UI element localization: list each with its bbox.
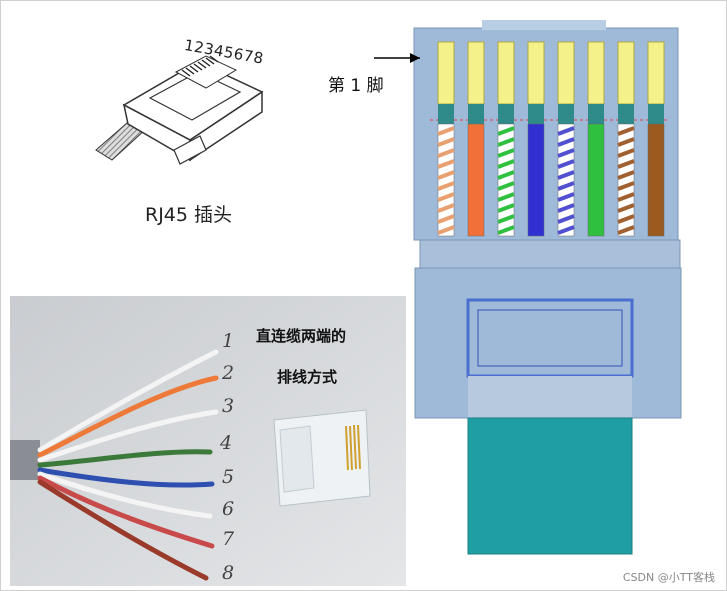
pin-1-contact — [437, 41, 455, 105]
photo-subtitle: 排线方式 — [277, 368, 338, 386]
pin-1-stripe — [437, 225, 455, 235]
pin-7-stripe — [617, 170, 635, 180]
pin-5-stripe — [557, 148, 575, 158]
pin1-label: 第 1 脚 — [328, 76, 384, 96]
connector-window-inner — [477, 309, 623, 367]
pin-5-band — [558, 104, 574, 124]
wire-number-6: 6 — [222, 498, 235, 520]
pin-7-stripe — [617, 159, 635, 169]
photo-title: 直连缆两端的 — [256, 327, 347, 345]
pin-6-contact — [587, 41, 605, 105]
pin-6-band — [588, 104, 604, 124]
wire-number-8: 8 — [222, 562, 235, 584]
pin-3-stripe — [497, 181, 515, 191]
pin-3-stripe — [497, 126, 515, 136]
pin-7-stripe — [617, 181, 635, 191]
pin-5-stripe — [557, 137, 575, 147]
pin-1-stripe — [437, 126, 455, 136]
pin-3-contact — [497, 41, 515, 105]
pin-1-band — [438, 104, 454, 124]
pin-7-stripe — [617, 137, 635, 147]
pin-5-stripe — [557, 214, 575, 224]
cable-photo — [10, 296, 406, 586]
pin-7-stripe — [617, 148, 635, 158]
pin-4-band — [528, 104, 544, 124]
wire-number-7: 7 — [222, 528, 235, 550]
pin-3-stripe — [497, 137, 515, 147]
watermark: CSDN @小TT客栈 — [622, 571, 715, 584]
rj45-plug-photo — [273, 409, 371, 507]
pin-5-stripe — [557, 181, 575, 191]
pin-7-stripe — [617, 214, 635, 224]
rj45-plug-sketch — [95, 55, 264, 165]
pin-3-stripe — [497, 192, 515, 202]
pin-7-contact — [617, 41, 635, 105]
pin-8-band — [648, 104, 664, 124]
pin-5-stripe — [557, 203, 575, 213]
photo-wires — [37, 349, 219, 581]
connector-window-lower — [468, 376, 632, 418]
pin-5-stripe — [557, 126, 575, 136]
pin-2-wire — [467, 123, 485, 237]
pin-5-stripe — [557, 159, 575, 169]
pin-5-contact — [557, 41, 575, 105]
connector-clip — [467, 417, 633, 555]
pin-7-band — [618, 104, 634, 124]
pin-5-stripe — [557, 192, 575, 202]
pin-1-stripe — [437, 159, 455, 169]
pin-1-stripe — [437, 181, 455, 191]
pin-7-stripe — [617, 203, 635, 213]
pin-3-stripe — [497, 159, 515, 169]
pin-2-contact — [467, 41, 485, 105]
pin-3-stripe — [497, 214, 515, 224]
pin-4-contact — [527, 41, 545, 105]
pin-1-stripe — [437, 203, 455, 213]
pin-5-stripe — [557, 170, 575, 180]
connector-window — [466, 298, 634, 378]
wire-number-5: 5 — [222, 466, 235, 488]
wire-number-4: 4 — [220, 432, 233, 454]
cable-jacket — [10, 440, 40, 480]
pin-3-stripe — [497, 225, 515, 235]
connector-top-tab — [482, 20, 606, 30]
pin-1-stripe — [437, 137, 455, 147]
pin-6-wire — [587, 123, 605, 237]
pin-7-stripe — [617, 225, 635, 235]
wire-number-1: 1 — [222, 330, 235, 352]
pin-7-stripe — [617, 126, 635, 136]
pin-4-wire — [527, 123, 545, 237]
pin-3-stripe — [497, 148, 515, 158]
pin-7-stripe — [617, 192, 635, 202]
pin-8-contact — [647, 41, 665, 105]
wire-number-2: 2 — [222, 362, 235, 384]
pin-5-stripe — [557, 225, 575, 235]
connector-diagram — [374, 20, 682, 555]
pin-1-stripe — [437, 148, 455, 158]
connector-collar — [419, 239, 681, 269]
pin-1-stripe — [437, 214, 455, 224]
rj45-plug-label: RJ45 插头 — [145, 204, 233, 226]
pin-2-band — [468, 104, 484, 124]
pin-3-stripe — [497, 203, 515, 213]
connector-pins — [437, 41, 665, 237]
wire-number-3: 3 — [222, 395, 235, 417]
pin-1-stripe — [437, 170, 455, 180]
pin-8-wire — [647, 123, 665, 237]
pin-1-stripe — [437, 192, 455, 202]
pin-3-band — [498, 104, 514, 124]
pin-3-stripe — [497, 170, 515, 180]
pin1-pointer-arrow — [410, 53, 420, 63]
